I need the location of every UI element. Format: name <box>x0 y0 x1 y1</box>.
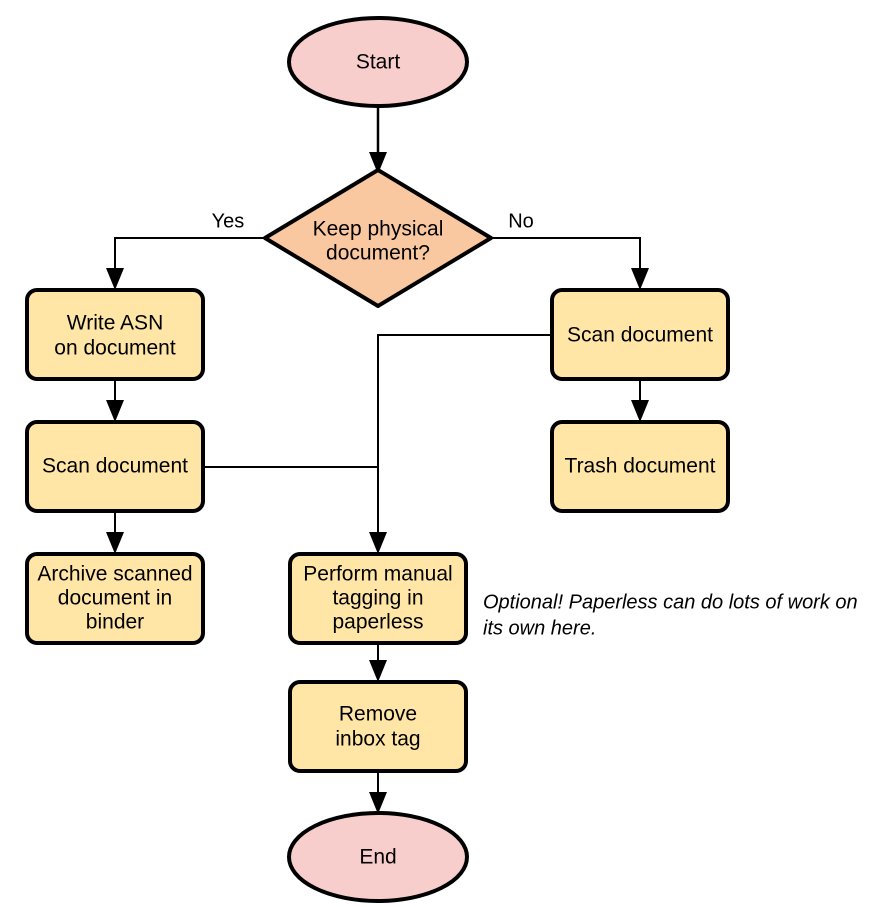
scan-document-left-box-shape[interactable] <box>25 420 205 513</box>
end-ellipse-shape[interactable] <box>287 811 469 903</box>
node-scan-right-label: Scan document <box>567 324 713 347</box>
scan-document-right-box-shape[interactable] <box>550 288 730 381</box>
node-decision-label-line2: document? <box>326 242 430 265</box>
arrowhead-icon <box>369 532 387 554</box>
annotation-optional-note: Optional! Paperless can do lots of work … <box>483 591 858 639</box>
node-decision-label-line1: Keep physical <box>313 218 444 241</box>
edge-write-asn-to-scan-left <box>106 379 124 422</box>
archive-box-shape[interactable] <box>25 552 205 645</box>
node-tagging-label-line1: Perform manual <box>303 563 452 586</box>
node-remove-inbox-label-line2: inbox tag <box>335 728 420 751</box>
annotation-note-line1: Optional! Paperless can do lots of work … <box>483 591 858 613</box>
arrowhead-icon <box>369 660 387 682</box>
edge-line <box>114 237 265 276</box>
edge-label-yes: Yes <box>212 210 245 232</box>
decision-diamond-shape[interactable] <box>263 168 493 308</box>
node-perform-manual-tagging[interactable]: Perform manual tagging in paperless <box>288 552 468 645</box>
remove-inbox-box-shape[interactable] <box>288 680 468 773</box>
arrowhead-icon <box>106 400 124 422</box>
trash-document-box-shape[interactable] <box>550 420 730 513</box>
start-ellipse-shape[interactable] <box>287 16 469 108</box>
node-scan-left-label: Scan document <box>42 455 188 478</box>
arrowhead-icon <box>106 532 124 554</box>
node-trash-label: Trash document <box>565 455 716 478</box>
edge-decision-yes-to-write-asn: Yes <box>106 210 265 290</box>
arrowhead-icon <box>369 152 387 174</box>
annotation-note-line2: its own here. <box>483 617 596 639</box>
node-decision-keep-physical-document[interactable]: Keep physical document? <box>263 168 493 308</box>
node-end[interactable]: End <box>287 811 469 903</box>
node-remove-inbox-label-line1: Remove <box>339 703 417 726</box>
node-write-asn-label-line2: on document <box>54 337 176 360</box>
node-scan-document-right[interactable]: Scan document <box>550 288 730 381</box>
node-archive-scanned-document[interactable]: Archive scanned document in binder <box>25 552 205 645</box>
arrowhead-icon <box>631 268 649 290</box>
edge-scan-right-to-trash <box>631 379 649 422</box>
arrowhead-icon <box>631 400 649 422</box>
node-scan-document-left[interactable]: Scan document <box>25 420 205 513</box>
edge-scan-right-to-tagging <box>369 334 552 554</box>
edge-scan-left-to-archive <box>106 511 124 554</box>
edge-line <box>491 237 641 276</box>
tagging-box-shape[interactable] <box>288 552 468 645</box>
edge-remove-inbox-to-end <box>369 771 387 814</box>
write-asn-box-shape[interactable] <box>25 288 205 381</box>
arrowhead-icon <box>106 268 124 290</box>
edge-tagging-to-remove-inbox <box>369 642 387 682</box>
node-tagging-label-line2: tagging in <box>332 587 423 610</box>
node-start-label: Start <box>356 51 401 74</box>
node-remove-inbox-tag[interactable]: Remove inbox tag <box>288 680 468 773</box>
node-archive-label-line3: binder <box>86 611 144 634</box>
node-write-asn-on-document[interactable]: Write ASN on document <box>25 288 205 381</box>
node-trash-document[interactable]: Trash document <box>550 420 730 513</box>
node-archive-label-line2: document in <box>58 587 172 610</box>
edge-line <box>377 334 552 540</box>
node-write-asn-label-line1: Write ASN <box>67 312 163 335</box>
edge-start-to-decision <box>369 104 387 174</box>
node-end-label: End <box>359 846 396 869</box>
edge-decision-no-to-scan-right: No <box>491 210 649 290</box>
node-archive-label-line1: Archive scanned <box>37 563 192 586</box>
node-tagging-label-line3: paperless <box>332 611 423 634</box>
node-start[interactable]: Start <box>287 16 469 108</box>
edge-label-no: No <box>508 210 534 232</box>
arrowhead-icon <box>369 792 387 814</box>
